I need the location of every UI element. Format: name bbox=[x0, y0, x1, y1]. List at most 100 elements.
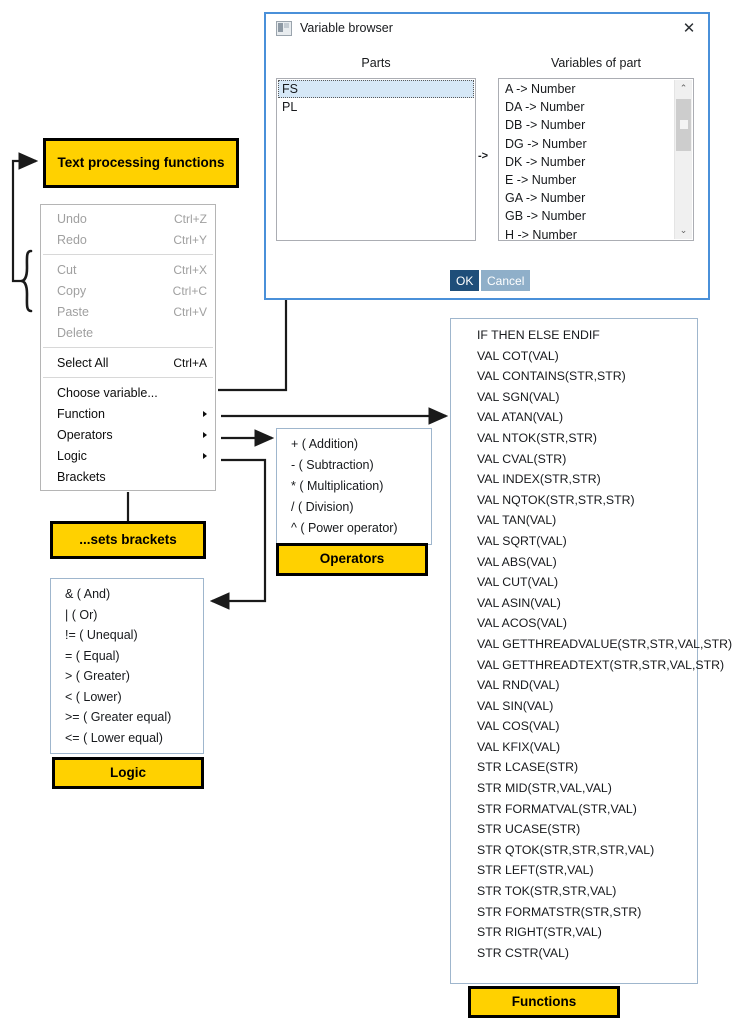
logic-submenu: & ( And) | ( Or) != ( Unequal) = ( Equal) > … bbox=[50, 578, 204, 754]
function-item[interactable]: VAL TAN(VAL) bbox=[477, 513, 557, 528]
function-item[interactable]: VAL KFIX(VAL) bbox=[477, 739, 561, 754]
part-item[interactable]: FS bbox=[278, 80, 474, 98]
menu-item-brackets[interactable]: Brackets bbox=[41, 466, 215, 487]
variable-item[interactable]: H -> Number bbox=[505, 227, 577, 239]
function-item[interactable]: VAL ACOS(VAL) bbox=[477, 616, 567, 631]
part-item[interactable]: PL bbox=[282, 100, 298, 114]
menu-item-shortcut: Ctrl+Z bbox=[174, 211, 207, 226]
menu-item-shortcut: Ctrl+A bbox=[173, 355, 207, 370]
variable-item[interactable]: GA -> Number bbox=[505, 191, 586, 206]
menu-item-shortcut: Ctrl+V bbox=[173, 304, 207, 319]
variable-item[interactable]: GB -> Number bbox=[505, 209, 586, 224]
menu-item-function[interactable]: Function bbox=[41, 403, 215, 424]
function-item[interactable]: VAL CUT(VAL) bbox=[477, 575, 559, 590]
logic-item[interactable]: > ( Greater) bbox=[65, 669, 130, 683]
function-item[interactable]: VAL NTOK(STR,STR) bbox=[477, 430, 598, 445]
variable-item[interactable]: A -> Number bbox=[505, 82, 576, 96]
menu-item-label: Function bbox=[57, 406, 105, 421]
scroll-down-icon[interactable]: ⌄ bbox=[679, 225, 688, 235]
function-item[interactable]: STR FORMATSTR(STR,STR) bbox=[477, 904, 642, 919]
variable-item[interactable]: DA -> Number bbox=[505, 100, 585, 115]
variable-item[interactable]: E -> Number bbox=[505, 173, 577, 188]
menu-item-undo: Undo Ctrl+Z bbox=[41, 208, 215, 229]
operator-item[interactable]: / ( Division) bbox=[291, 500, 354, 514]
scroll-up-icon[interactable]: ⌃ bbox=[679, 83, 688, 93]
window-icon bbox=[276, 20, 292, 36]
menu-item-label: Undo bbox=[57, 211, 87, 226]
menu-item-label: Paste bbox=[57, 304, 89, 319]
function-item[interactable]: VAL RND(VAL) bbox=[477, 678, 560, 693]
logic-item[interactable]: >= ( Greater equal) bbox=[65, 710, 172, 724]
function-item[interactable]: STR UCASE(STR) bbox=[477, 822, 581, 837]
logic-item[interactable]: = ( Equal) bbox=[65, 648, 120, 663]
menu-item-label: Choose variable... bbox=[57, 385, 158, 400]
menu-item-choose-variable[interactable]: Choose variable... bbox=[41, 382, 215, 403]
ok-button[interactable]: OK bbox=[450, 270, 480, 291]
logic-item[interactable]: <= ( Lower equal) bbox=[65, 730, 163, 745]
function-item[interactable]: VAL SIN(VAL) bbox=[477, 698, 554, 713]
logic-item[interactable]: & ( And) bbox=[65, 587, 111, 601]
menu-item-delete: Delete bbox=[41, 322, 215, 343]
function-item[interactable]: STR CSTR(VAL) bbox=[477, 945, 570, 960]
function-item[interactable]: VAL NQTOK(STR,STR,STR) bbox=[477, 492, 635, 507]
menu-item-shortcut: Ctrl+X bbox=[173, 262, 207, 277]
menu-item-label: Redo bbox=[57, 232, 87, 247]
variables-scroll-area: A -> Number DA -> Number DB -> Number DG ->… bbox=[500, 80, 675, 239]
parts-header: Parts bbox=[361, 56, 391, 70]
menu-item-label: Operators bbox=[57, 427, 113, 442]
menu-separator bbox=[43, 377, 213, 378]
cancel-button[interactable]: Cancel bbox=[481, 270, 531, 291]
function-item[interactable]: STR LCASE(STR) bbox=[477, 760, 579, 775]
logic-item[interactable]: < ( Lower) bbox=[65, 689, 122, 704]
menu-item-operators[interactable]: Operators bbox=[41, 424, 215, 445]
function-item[interactable]: VAL SQRT(VAL) bbox=[477, 533, 567, 548]
parts-listbox[interactable]: FS PL bbox=[276, 78, 476, 241]
menu-item-logic[interactable]: Logic bbox=[41, 445, 215, 466]
function-item[interactable]: VAL COS(VAL) bbox=[477, 719, 560, 734]
close-icon[interactable]: ✕ bbox=[682, 19, 696, 37]
function-item[interactable]: VAL CONTAINS(STR,STR) bbox=[477, 369, 626, 384]
callout-text-processing: Text processing functions bbox=[43, 138, 239, 188]
functions-submenu: IF THEN ELSE ENDIF VAL COT(VAL) VAL CONTAI… bbox=[450, 318, 733, 984]
function-item[interactable]: IF THEN ELSE ENDIF bbox=[477, 328, 600, 342]
callout-operators: Operators bbox=[276, 543, 428, 576]
function-item[interactable]: VAL ATAN(VAL) bbox=[477, 410, 564, 425]
function-item[interactable]: VAL SGN(VAL) bbox=[477, 389, 560, 404]
variables-listbox[interactable]: A -> Number DA -> Number DB -> Number DG ->… bbox=[498, 78, 694, 241]
variables-header: Variables of part bbox=[550, 56, 642, 70]
variable-item[interactable]: DB -> Number bbox=[505, 118, 586, 133]
function-item[interactable]: VAL ABS(VAL) bbox=[477, 554, 557, 569]
function-item[interactable]: VAL COT(VAL) bbox=[477, 348, 559, 363]
menu-item-label: Delete bbox=[57, 325, 94, 340]
function-item[interactable]: VAL INDEX(STR,STR) bbox=[477, 472, 601, 487]
callout-functions: Functions bbox=[468, 986, 620, 1018]
operator-item[interactable]: * ( Multiplication) bbox=[291, 479, 384, 493]
operator-item[interactable]: + ( Addition) bbox=[291, 437, 359, 451]
function-item[interactable]: STR RIGHT(STR,VAL) bbox=[477, 925, 602, 940]
dialog-title: Variable browser bbox=[300, 21, 393, 35]
operators-submenu: + ( Addition) - ( Subtraction) * ( Multipl… bbox=[276, 428, 432, 545]
function-item[interactable]: VAL CVAL(STR) bbox=[477, 451, 567, 466]
variables-scrollbar[interactable]: ⌃ ⌄ bbox=[674, 80, 692, 239]
menu-item-label: Copy bbox=[57, 283, 87, 298]
function-item[interactable]: STR LEFT(STR,VAL) bbox=[477, 863, 594, 878]
function-item[interactable]: VAL GETTHREADTEXT(STR,STR,VAL,STR) bbox=[477, 657, 725, 672]
logic-item[interactable]: != ( Unequal) bbox=[65, 628, 138, 642]
function-item[interactable]: STR MID(STR,VAL,VAL) bbox=[477, 781, 612, 796]
scrollbar-thumb[interactable] bbox=[676, 99, 691, 151]
function-item[interactable]: STR TOK(STR,STR,VAL) bbox=[477, 884, 617, 899]
function-item[interactable]: STR QTOK(STR,STR,STR,VAL) bbox=[477, 842, 655, 857]
operator-item[interactable]: - ( Subtraction) bbox=[291, 458, 374, 472]
variable-item[interactable]: DK -> Number bbox=[505, 154, 586, 169]
function-item[interactable]: VAL GETTHREADVALUE(STR,STR,VAL,STR) bbox=[477, 636, 733, 651]
function-item[interactable]: VAL ASIN(VAL) bbox=[477, 595, 561, 610]
choose-variable-connector bbox=[218, 300, 288, 392]
operator-item[interactable]: ^ ( Power operator) bbox=[291, 521, 398, 535]
function-item[interactable]: STR FORMATVAL(STR,VAL) bbox=[477, 801, 637, 816]
variable-item[interactable]: DG -> Number bbox=[505, 136, 587, 151]
logic-item[interactable]: | ( Or) bbox=[65, 607, 98, 622]
